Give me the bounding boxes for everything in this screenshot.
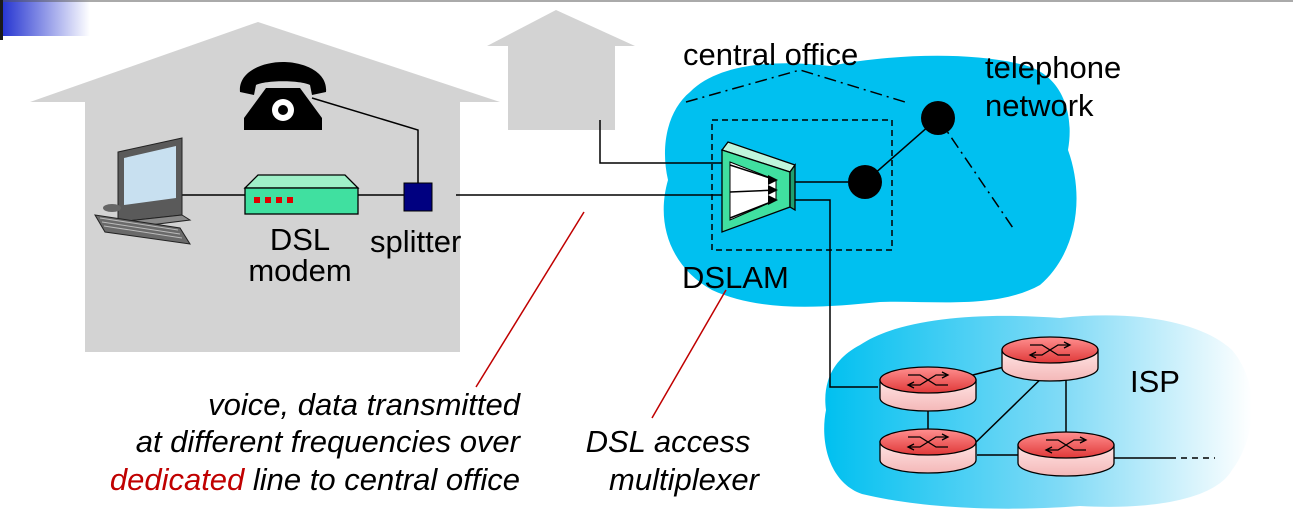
isp-label: ISP xyxy=(1130,364,1180,399)
dslam-caption-pointer xyxy=(651,289,727,419)
dslam-isp-line xyxy=(793,199,878,388)
voice-caption: voice, data transmitted xyxy=(208,387,522,422)
router-icon xyxy=(879,366,977,412)
telephone-network-link xyxy=(937,117,1014,229)
telephone-network-label: network xyxy=(985,88,1094,123)
splitter-label: splitter xyxy=(370,224,461,259)
dsl-modem-label: modem xyxy=(248,253,351,288)
title-accent-bar xyxy=(0,0,90,36)
left-rule xyxy=(0,0,3,40)
dslam-label: DSLAM xyxy=(682,260,789,295)
router-icon xyxy=(1001,336,1099,382)
central-office-switch xyxy=(848,165,882,199)
dslam-caption: DSL access xyxy=(586,424,751,459)
central-office-box xyxy=(711,119,893,251)
telephone-switch xyxy=(921,101,955,135)
telephone-icon xyxy=(239,62,327,130)
neighbor-house xyxy=(487,10,635,130)
dedicated-emphasis: dedicated xyxy=(110,462,246,497)
voice-caption: dedicated line to central office xyxy=(110,462,520,497)
neighbor-line xyxy=(599,120,722,164)
dsl-modem-label: DSL xyxy=(270,222,330,257)
telephone-network-label: telephone xyxy=(985,50,1121,85)
dsl-modem-icon xyxy=(243,174,360,215)
router-icon xyxy=(879,428,977,474)
router-icon xyxy=(1017,431,1115,477)
voice-caption-pointer xyxy=(475,211,585,388)
voice-caption-rest: line to central office xyxy=(244,462,520,497)
computer-icon xyxy=(94,137,192,245)
dslam-caption: multiplexer xyxy=(609,462,761,497)
phone-splitter-line xyxy=(311,97,419,183)
central-office-label: central office xyxy=(683,37,858,72)
splitter-icon xyxy=(403,182,433,212)
voice-caption: at different frequencies over xyxy=(136,424,522,459)
dslam-icon xyxy=(720,141,797,233)
